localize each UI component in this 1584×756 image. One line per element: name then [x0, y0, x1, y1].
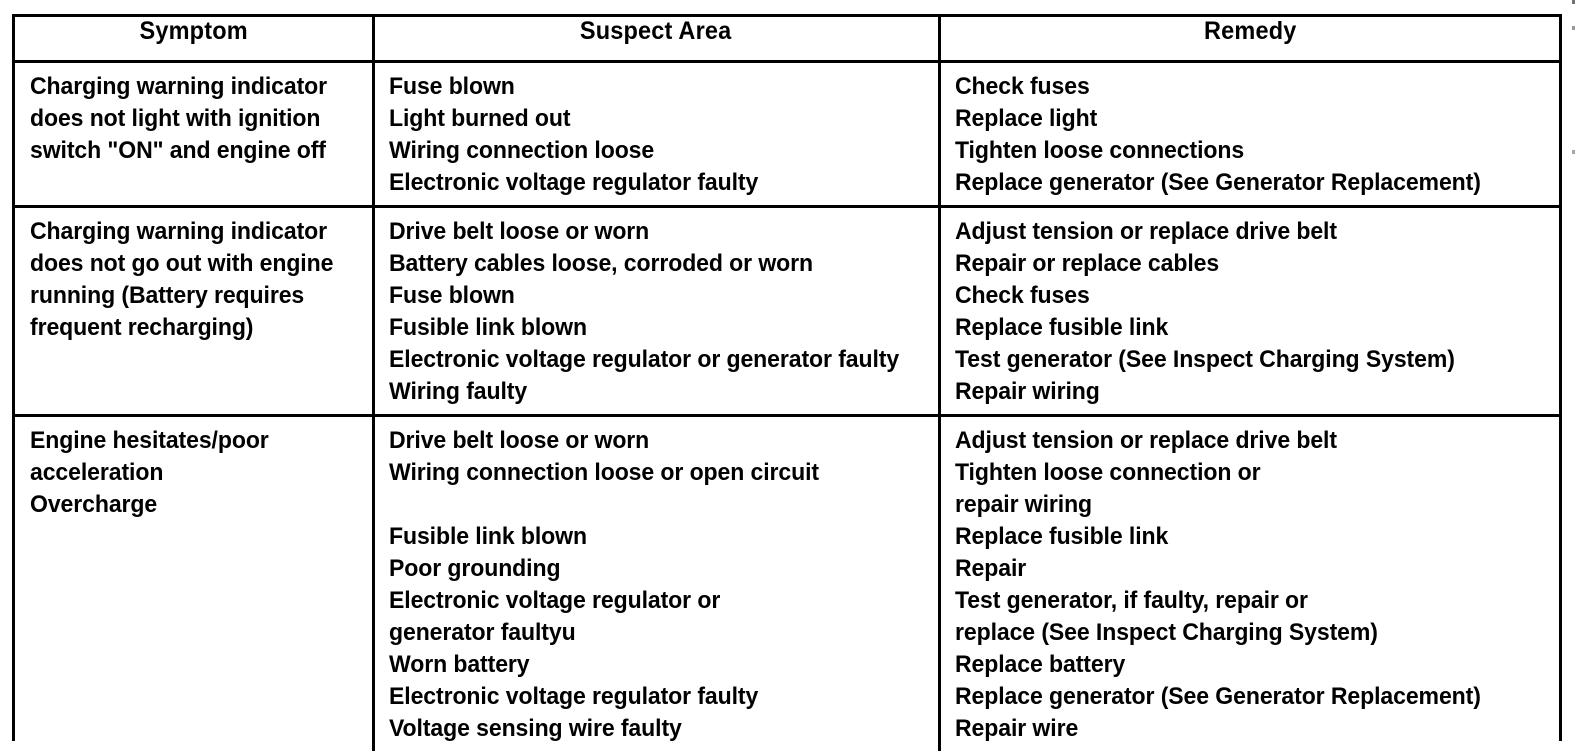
text-line: Test generator (See Inspect Charging Sys…: [954, 346, 1455, 373]
text-line: Electronic voltage regulator faulty: [388, 683, 758, 710]
text-line: Adjust tension or replace drive belt: [954, 427, 1337, 454]
column-header-remedy-label: Remedy: [1203, 17, 1297, 45]
scan-edge-artifact: [1572, 0, 1575, 756]
column-header-suspect-area: Suspect Area: [371, 17, 939, 62]
text-line: Replace battery: [954, 651, 1125, 678]
column-header-remedy: Remedy: [937, 17, 1559, 62]
text-line: Tighten loose connections: [954, 137, 1244, 164]
text-line: frequent recharging): [30, 314, 254, 341]
text-line: acceleration: [30, 459, 164, 486]
troubleshooting-table: Symptom Suspect Area Remedy Charging war: [15, 17, 1559, 751]
text-line: Electronic voltage regulator or generato…: [388, 346, 899, 373]
troubleshooting-table-frame: Symptom Suspect Area Remedy Charging war: [12, 14, 1562, 751]
text-line: generator faultyu: [388, 619, 576, 646]
text-line: Adjust tension or replace drive belt: [954, 218, 1337, 245]
text-line: switch "ON" and engine off: [30, 137, 326, 164]
table-row: Charging warning indicator does not light…: [15, 60, 1559, 207]
text-line: Engine hesitates/poor: [30, 427, 269, 454]
text-line: Check fuses: [954, 73, 1090, 100]
text-line: Drive belt loose or worn: [388, 218, 649, 245]
text-line: Fusible link blown: [388, 523, 587, 550]
text-line: Fuse blown: [388, 282, 515, 309]
column-header-suspect-area-label: Suspect Area: [580, 17, 732, 45]
text-line: Replace generator (See Generator Replace…: [954, 169, 1481, 196]
text-line: running (Battery requires: [30, 282, 305, 309]
text-line: Electronic voltage regulator or: [388, 587, 720, 614]
text-line: Repair or replace cables: [954, 250, 1219, 277]
text-line: Repair wire: [954, 715, 1078, 742]
text-line: Wiring connection loose or open circuit: [388, 459, 819, 486]
column-header-symptom-label: Symptom: [139, 17, 248, 45]
text-line: Voltage sensing wire faulty: [388, 715, 682, 742]
text-line: Repair: [954, 555, 1026, 582]
cell-symptom: Charging warning indicator does not light…: [15, 60, 373, 207]
text-line: Worn battery: [388, 651, 530, 678]
cell-symptom: Charging warning indicator does not go ou…: [15, 205, 373, 416]
text-line: Wiring faulty: [388, 378, 527, 405]
text-line: Check fuses: [954, 282, 1090, 309]
symptom-line-list: Charging warning indicator does not go ou…: [30, 216, 362, 344]
text-line: Wiring connection loose: [388, 137, 654, 164]
text-line: does not go out with engine: [30, 250, 334, 277]
text-line: Overcharge: [30, 491, 158, 518]
text-line: Replace light: [954, 105, 1097, 132]
text-line: Poor grounding: [388, 555, 561, 582]
text-line: Charging warning indicator: [30, 218, 328, 245]
symptom-line-list: Charging warning indicator does not light…: [30, 71, 362, 167]
text-line: repair wiring: [954, 491, 1092, 518]
header-row: Symptom Suspect Area Remedy: [15, 17, 1559, 62]
text-line: Fuse blown: [388, 73, 515, 100]
text-line: Replace fusible link: [954, 523, 1168, 550]
text-line: does not light with ignition: [30, 105, 321, 132]
text-line: Tighten loose connection or: [954, 459, 1261, 486]
column-header-symptom: Symptom: [15, 17, 373, 62]
text-line: Repair wiring: [954, 378, 1100, 405]
table-header: Symptom Suspect Area Remedy: [15, 17, 1559, 62]
table-row: Charging warning indicator does not go ou…: [15, 205, 1559, 416]
text-line: Battery cables loose, corroded or worn: [388, 250, 813, 277]
text-line: Test generator, if faulty, repair or: [954, 587, 1308, 614]
text-line: Drive belt loose or worn: [388, 427, 649, 454]
text-line: replace (See Inspect Charging System): [954, 619, 1378, 646]
text-line: Light burned out: [388, 105, 571, 132]
table-body: Charging warning indicator does not light…: [15, 60, 1559, 751]
text-line: Replace fusible link: [954, 314, 1168, 341]
text-line: Charging warning indicator: [30, 73, 328, 100]
text-line: Replace generator (See Generator Replace…: [954, 683, 1481, 710]
text-line: Fusible link blown: [388, 314, 587, 341]
text-line: Electronic voltage regulator faulty: [388, 169, 758, 196]
